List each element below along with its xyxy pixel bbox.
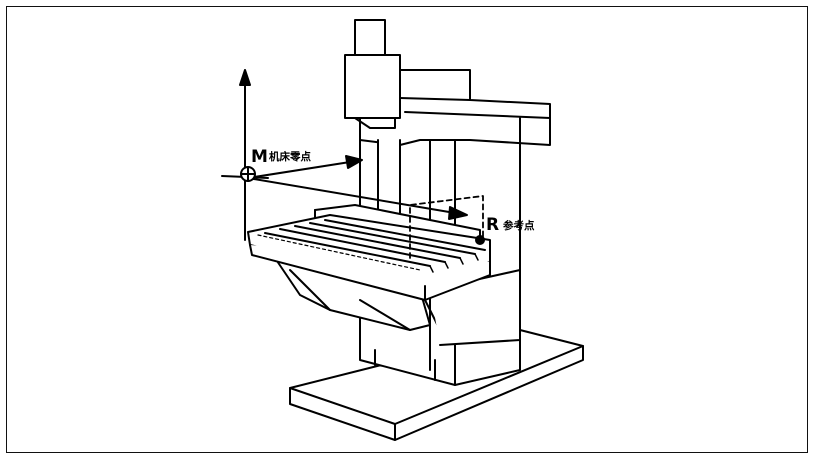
work-table: [247, 214, 491, 301]
machine-zero-marker: [240, 166, 256, 182]
spindle-head: [344, 19, 551, 146]
reference-point-label: 参考点: [503, 220, 535, 232]
reference-path: [409, 195, 484, 259]
machine-zero-letter: M: [251, 147, 268, 167]
machine-zero-label: 机床零点: [269, 151, 311, 163]
reference-point-marker: [475, 235, 485, 245]
machine-coordinate-axes: [221, 69, 468, 241]
reference-point-letter: R: [486, 215, 500, 235]
